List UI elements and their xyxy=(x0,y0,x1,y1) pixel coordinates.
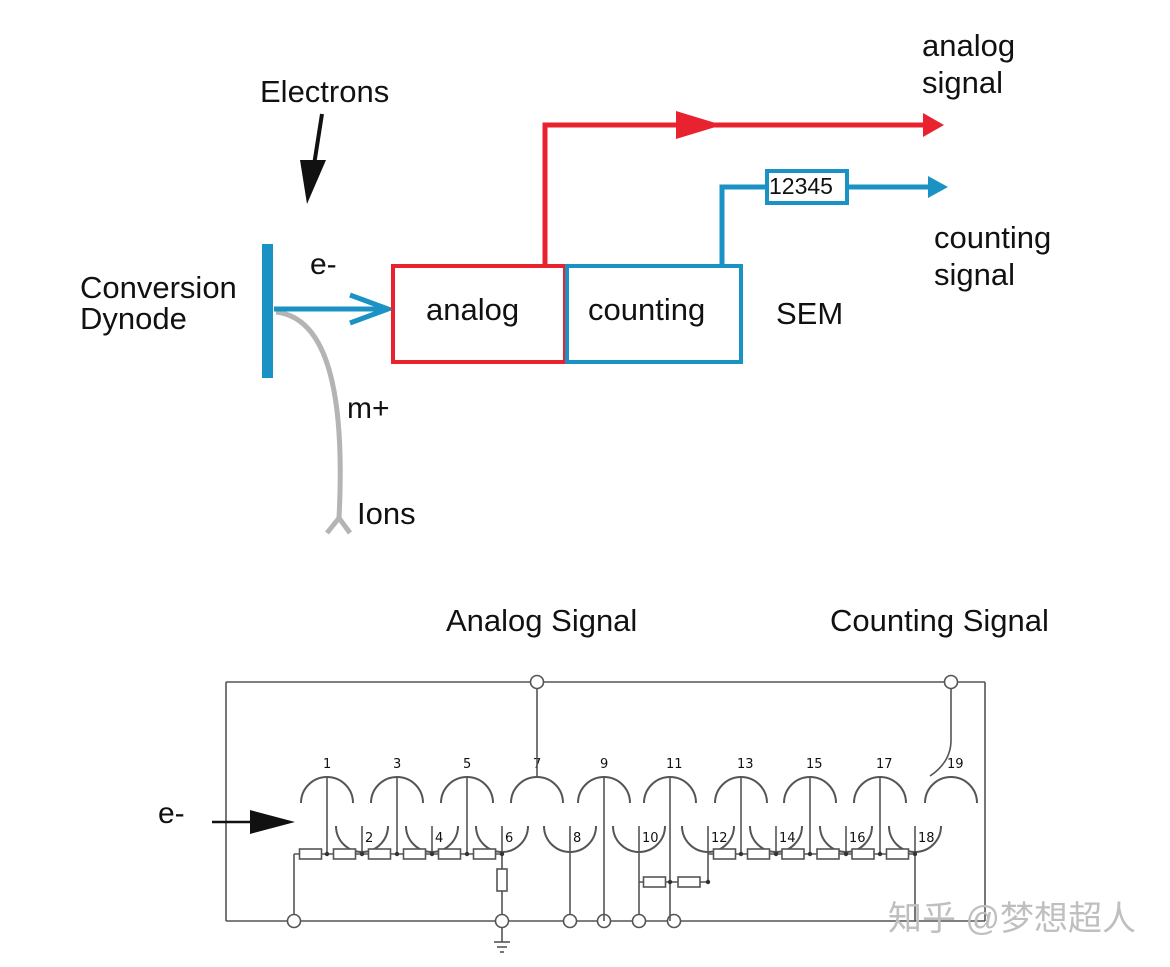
right-resistor-chain-resistor xyxy=(816,848,840,860)
e-minus-label-bottom: e- xyxy=(158,797,185,830)
right-resistor-chain-resistor xyxy=(781,848,805,860)
dynode-label-10: 10 xyxy=(642,831,659,846)
dynode-label-16: 16 xyxy=(849,831,866,846)
ground-resistor xyxy=(496,868,508,892)
dynode-label-17: 17 xyxy=(876,757,893,772)
dynode-label-15: 15 xyxy=(806,757,823,772)
counting-signal-label-line1: counting xyxy=(934,220,1051,255)
conversion-label-line2: Dynode xyxy=(80,301,187,336)
ground-symbol xyxy=(494,928,510,953)
dynode-label-1: 1 xyxy=(323,757,331,772)
e-minus-arrow-bottom xyxy=(212,810,295,834)
counting-signal-title: Counting Signal xyxy=(830,603,1049,638)
analog-output-line xyxy=(542,111,944,266)
electrons-arrow xyxy=(300,113,326,204)
middle-resistor-chain-node xyxy=(705,879,711,885)
counting-signal-terminal xyxy=(943,674,959,690)
dynode-7 xyxy=(510,776,564,804)
dynode-label-14: 14 xyxy=(779,831,796,846)
right-resistor-chain-resistor xyxy=(712,848,737,860)
dynode-19 xyxy=(924,776,978,804)
middle-resistor-chain-resistor xyxy=(677,876,701,888)
left-resistor-chain-node xyxy=(324,851,330,857)
conversion-label-line1: Conversion xyxy=(80,270,237,305)
dynode-label-5: 5 xyxy=(463,757,471,772)
right-resistor-chain-node xyxy=(877,851,883,857)
analog-signal-terminal xyxy=(529,674,545,690)
sem-label: SEM xyxy=(776,296,843,331)
middle-resistor-chain-node xyxy=(667,879,673,885)
dynode-lead-19 xyxy=(929,689,952,777)
analog-signal-label-line1: analog xyxy=(922,28,1015,63)
ions-label: Ions xyxy=(357,496,416,531)
left-resistor-chain-node xyxy=(429,851,435,857)
e-minus-arrow-top xyxy=(274,292,396,326)
left-resistor-chain-resistor xyxy=(332,848,357,860)
left-resistor-chain-resistor xyxy=(367,848,392,860)
counter-display-box xyxy=(765,169,849,205)
e-minus-label-top: e- xyxy=(310,248,337,281)
middle-resistor-chain-resistor xyxy=(642,876,667,888)
dynode-label-8: 8 xyxy=(573,831,581,846)
right-resistor-chain-node xyxy=(807,851,813,857)
left-resistor-chain-resistor xyxy=(437,848,462,860)
circuit-outer-frame xyxy=(225,681,986,922)
right-resistor-chain-node xyxy=(912,851,918,857)
dynode-label-4: 4 xyxy=(435,831,443,846)
conversion-dynode-plate xyxy=(262,244,273,378)
top-diagram: Electrons Conversion Dynode m+ Ions e- a… xyxy=(80,28,1051,535)
counting-signal-label-line2: signal xyxy=(934,257,1015,292)
counting-output-line xyxy=(719,176,948,266)
dynode-label-11: 11 xyxy=(666,757,683,772)
right-resistor-chain-node xyxy=(738,851,744,857)
electrons-label: Electrons xyxy=(260,74,389,109)
dynode-chain: 13579111315171924681012141618 xyxy=(293,689,978,921)
bottom-diagram: Analog Signal Counting Signal xyxy=(158,603,1049,953)
m-plus-label: m+ xyxy=(347,392,390,425)
left-resistor-chain-node xyxy=(394,851,400,857)
right-resistor-chain-resistor xyxy=(746,848,771,860)
right-resistor-chain-resistor xyxy=(851,848,875,860)
dynode-label-12: 12 xyxy=(711,831,728,846)
left-resistor-chain-node xyxy=(499,851,505,857)
right-resistor-chain-node xyxy=(843,851,849,857)
dynode-label-9: 9 xyxy=(600,757,608,772)
analog-box-label: analog xyxy=(426,292,519,327)
dynode-label-18: 18 xyxy=(918,831,935,846)
dynode-label-19: 19 xyxy=(947,757,964,772)
left-resistor-chain-node xyxy=(464,851,470,857)
left-resistor-chain-resistor xyxy=(472,848,497,860)
analog-signal-label-line2: signal xyxy=(922,65,1003,100)
left-resistor-chain-resistor xyxy=(402,848,427,860)
right-resistor-chain-node xyxy=(773,851,779,857)
counting-box-label: counting xyxy=(588,292,705,327)
right-resistor-chain-resistor xyxy=(885,848,910,860)
analog-signal-title: Analog Signal xyxy=(446,603,637,638)
watermark: 知乎 @梦想超人 xyxy=(888,900,1136,938)
ions-path xyxy=(275,309,353,535)
dynode-label-2: 2 xyxy=(365,831,373,846)
left-resistor-chain-node xyxy=(359,851,365,857)
counter-display-value: 12345 xyxy=(769,173,833,199)
dynode-label-6: 6 xyxy=(505,831,513,846)
dynode-label-13: 13 xyxy=(737,757,754,772)
counting-box xyxy=(565,264,743,364)
left-resistor-chain-resistor xyxy=(298,848,323,860)
dynode-label-3: 3 xyxy=(393,757,401,772)
